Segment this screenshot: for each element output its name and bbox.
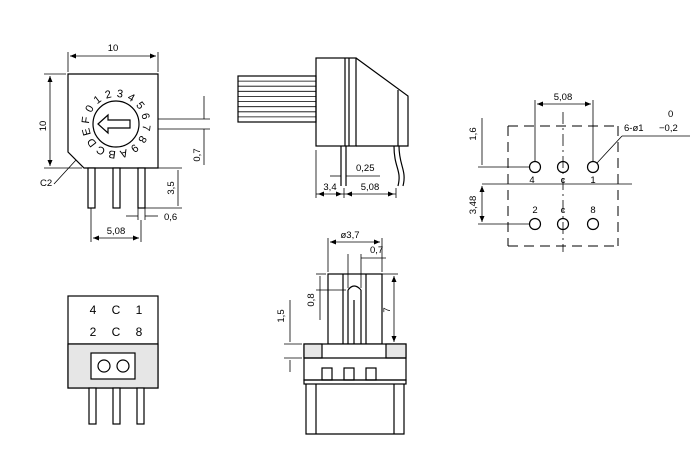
side-body	[315, 57, 357, 147]
pcb-tol-lower: −0,2	[659, 123, 678, 134]
pcb-tol-upper: 0	[668, 109, 673, 120]
dial-digit-2: 2	[104, 88, 113, 101]
dial-digit-f: F	[80, 116, 93, 125]
dial-digit-0: 0	[83, 103, 96, 114]
side-view: 0,25 3,4 5,08	[237, 57, 409, 198]
elevation-view: ø3,7 0,7 0,8 1,5 7	[276, 230, 407, 435]
dial-digit-b: B	[108, 147, 117, 160]
width-dim: 10	[108, 43, 119, 54]
pcb-label-8: 8	[590, 205, 595, 216]
dial-digit-a: A	[118, 146, 129, 160]
dial-circle	[92, 100, 140, 148]
dial-digit-7: 7	[139, 124, 152, 132]
bottom-label-c-bottom: C	[112, 325, 121, 339]
offset-dim: 0,7	[192, 148, 203, 161]
pcb-outline	[507, 125, 619, 247]
bottom-label-2: 2	[90, 325, 97, 339]
base-dim: 1,5	[276, 309, 287, 322]
pin-right	[137, 167, 146, 209]
dial-digit-6: 6	[138, 112, 151, 121]
slot-dim: 0,7	[370, 245, 383, 256]
side-back-bracket	[355, 57, 409, 147]
side-pin-dim: 0,25	[356, 163, 375, 174]
side-pitch-dim: 5,08	[361, 182, 380, 193]
pin-middle	[112, 167, 121, 209]
height-7-dim: 7	[382, 307, 393, 312]
side-pin-back	[393, 145, 405, 187]
pcb-label-2: 2	[532, 205, 537, 216]
pin-pitch-dim: 5,08	[107, 226, 126, 237]
dial-digit-4: 4	[125, 91, 136, 104]
dial-digit-9: 9	[128, 141, 140, 154]
pin-width-dim: 0,6	[164, 212, 177, 223]
bottom-label-1: 1	[136, 303, 143, 317]
dial-digit-1: 1	[92, 94, 104, 107]
dial-digit-3: 3	[116, 88, 124, 101]
pin-length-dim: 3,5	[166, 181, 177, 194]
dial-digit-8: 8	[135, 133, 148, 144]
pcb-row-offset-dim: 1,6	[468, 127, 479, 140]
knurled-shaft	[237, 75, 317, 123]
pcb-label-4: 4	[529, 175, 534, 186]
elevation-shaft	[327, 273, 383, 345]
shaft-dia-dim: ø3,7	[340, 230, 359, 241]
pcb-row-spacing-dim: 3,48	[468, 196, 479, 215]
bottom-label-8: 8	[136, 325, 143, 339]
bottom-label-4: 4	[90, 303, 97, 317]
side-offset-dim: 3,4	[323, 182, 336, 193]
dial-digit-e: E	[80, 127, 93, 137]
pcb-label-1: 1	[590, 175, 595, 186]
switch-body-outline	[67, 73, 159, 169]
side-pin-front	[340, 146, 347, 186]
chamfer-label: C2	[40, 178, 52, 189]
dial-arrow-icon	[97, 113, 131, 135]
bottom-pin-left	[88, 387, 97, 425]
pcb-label-c-bottom: c	[561, 205, 566, 216]
bottom-pin-middle	[112, 387, 121, 425]
pcb-pitch-dim: 5,08	[554, 92, 573, 103]
bottom-pin-right	[136, 387, 145, 425]
bottom-label-c-top: C	[112, 303, 121, 317]
pcb-label-c-top: c	[561, 175, 566, 186]
pin-left	[87, 167, 96, 209]
bottom-view: 4 C 1 2 C 8	[67, 295, 159, 425]
pcb-hole-note: 6-ø1	[624, 123, 644, 134]
pcb-layout: 4 c 1 2 c 8 5,08 1,6 3,48 6-ø1 0 −0,2	[468, 92, 690, 252]
height-dim: 10	[38, 121, 49, 132]
top-dim: 0,8	[306, 293, 317, 306]
dial-digit-5: 5	[133, 100, 146, 112]
